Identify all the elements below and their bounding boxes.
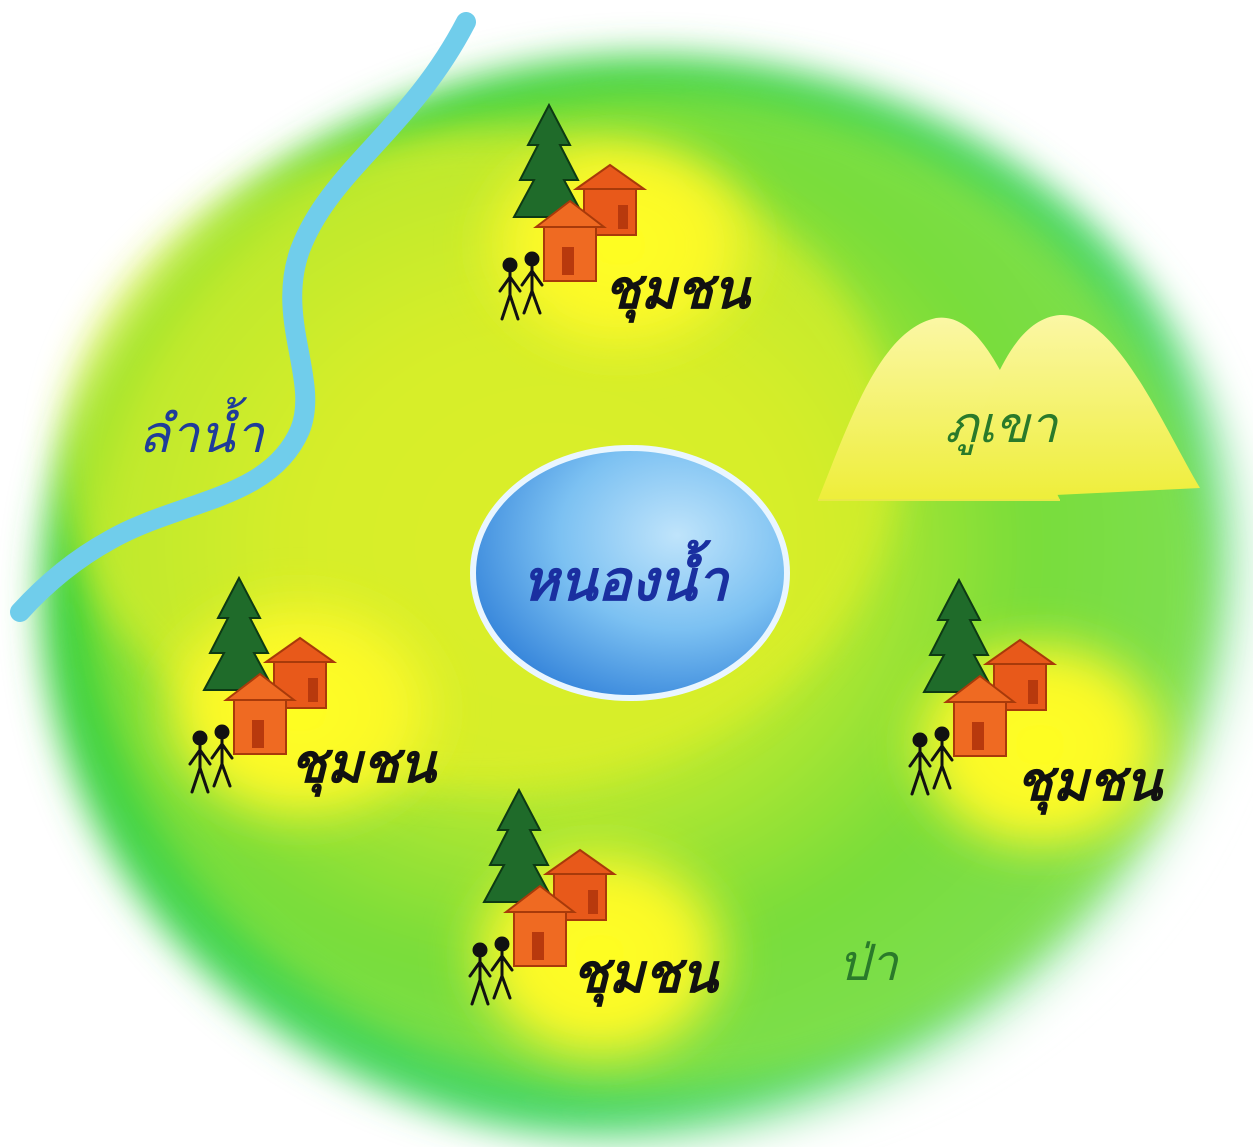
stream-label: ลำน้ำ: [138, 396, 266, 465]
forest-label: ป่า: [838, 934, 900, 992]
community-label-east: ชุมชน: [1016, 750, 1164, 815]
stream: [10, 12, 476, 622]
mountain: [818, 314, 1200, 501]
mountain-label: ภูเขา: [945, 396, 1059, 456]
pond: [470, 445, 790, 701]
pond-label: หนองน้ำ: [522, 539, 730, 614]
community-label-south: ชุมชน: [572, 942, 720, 1007]
community-label-north: ชุมชน: [604, 258, 752, 323]
community-label-west: ชุมชน: [290, 732, 438, 797]
